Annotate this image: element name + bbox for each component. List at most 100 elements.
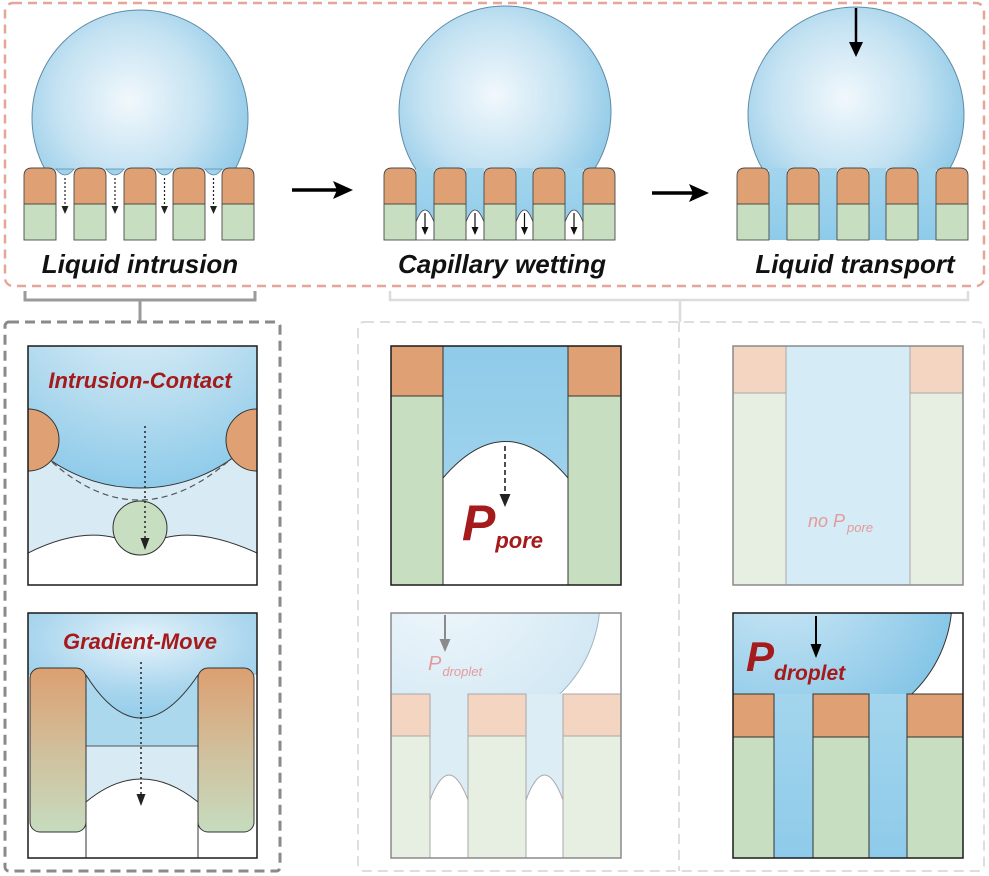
pillar-base <box>23 203 57 241</box>
pillar-row <box>23 167 255 241</box>
intrusion-arrows <box>61 178 217 214</box>
pressure-symbol: P <box>428 653 442 675</box>
gap-liquid <box>774 694 813 858</box>
pillar-cap <box>935 167 969 205</box>
pressure-subscript: droplet <box>774 662 846 685</box>
panel-droplet-pressure-faded: Pdroplet <box>390 612 622 859</box>
pillar-base <box>885 203 919 241</box>
pillar <box>935 167 969 241</box>
pillar-base <box>906 736 963 858</box>
pillar-cap <box>836 167 870 205</box>
pillar-base <box>836 203 870 241</box>
pillar-base <box>812 736 870 858</box>
stage-label: Capillary wetting <box>398 249 606 279</box>
arrow-head <box>810 644 822 658</box>
mechanism-box <box>3 320 282 873</box>
pillar <box>786 167 820 241</box>
pillar <box>172 167 206 241</box>
pillar-cap <box>906 693 963 738</box>
pillar-cap <box>383 167 417 205</box>
pressure-arrow <box>849 8 863 57</box>
pillar-cap <box>733 346 787 394</box>
bracket-intrusion <box>23 291 257 322</box>
arrow-head <box>471 227 479 235</box>
droplet <box>28 346 257 489</box>
gap-liquid <box>869 694 907 858</box>
stage-liquid-transport: Liquid transport <box>736 6 969 279</box>
pillar <box>885 167 919 241</box>
pillar <box>73 167 107 241</box>
meniscus-dip <box>55 168 75 176</box>
pillar-cap <box>467 693 527 737</box>
panel-border <box>390 612 622 859</box>
droplet-pressure-label: Pdroplet <box>746 633 846 685</box>
arrow-head <box>140 538 150 550</box>
pillar-cap <box>582 167 616 205</box>
arrow-head <box>111 206 119 214</box>
gap-liquid <box>918 168 936 240</box>
air-region <box>85 778 199 858</box>
pressure-box <box>357 321 985 872</box>
panel-droplet-pressure: Pdroplet <box>732 612 964 859</box>
stage-capillary-wetting: Capillary wetting <box>383 5 616 279</box>
air-pocket <box>429 774 469 858</box>
sequence-arrow <box>292 181 353 199</box>
panel-intrusion-contact: Intrusion-Contact <box>27 345 258 586</box>
pressure-subscript: droplet <box>442 664 483 679</box>
pillar-base <box>172 203 206 241</box>
arrow-head <box>161 206 168 214</box>
arrow-head <box>849 42 863 57</box>
bottom-pillar <box>112 500 168 556</box>
gap-liquid <box>769 168 787 240</box>
pillar-base <box>123 203 157 241</box>
pillar-base <box>733 392 787 585</box>
pillar-cap <box>391 346 444 397</box>
meniscus-dip <box>105 168 125 176</box>
pressure-symbol: P <box>746 633 775 680</box>
pillar-cap <box>172 167 206 205</box>
pillar <box>582 167 616 241</box>
pillar-cap <box>221 167 255 205</box>
sequence-arrow <box>652 184 709 202</box>
droplet-pressure-label: Pdroplet <box>428 653 483 679</box>
pillar-row <box>736 167 969 241</box>
pillar-cap <box>391 693 431 737</box>
pillar-base <box>582 203 616 241</box>
wetting-arrows <box>421 213 578 235</box>
arrow-head <box>521 227 528 235</box>
pillar-base <box>73 203 107 241</box>
pillar <box>221 167 255 241</box>
bracket-wetting-transport <box>388 291 970 322</box>
pillar-base <box>383 203 417 241</box>
droplet <box>28 613 257 718</box>
pillar <box>532 167 566 241</box>
gradient-pillar-left <box>29 667 87 833</box>
panel-border <box>27 345 258 586</box>
pillar <box>433 167 467 241</box>
arrow-head <box>439 639 451 652</box>
pillar-cap <box>433 167 467 205</box>
arrow-head <box>689 184 709 202</box>
pillar-row <box>383 167 616 241</box>
pillar <box>483 167 517 241</box>
arrow-head <box>499 494 511 507</box>
arrow-head <box>61 206 69 214</box>
pillar-base <box>433 203 467 241</box>
pillar-cap <box>786 167 820 205</box>
pillar-base <box>786 203 820 241</box>
meniscus-dip <box>155 168 174 176</box>
droplet <box>31 9 249 170</box>
panel-title: Gradient-Move <box>63 629 217 654</box>
gap-liquid <box>785 346 911 585</box>
panel-border <box>27 612 258 859</box>
pillar-cap <box>567 346 621 397</box>
pillar-cap <box>23 167 57 205</box>
pressure-subscript: pore <box>846 520 873 535</box>
pillar-cap <box>885 167 919 205</box>
panel-border <box>732 612 964 859</box>
pillar <box>836 167 870 241</box>
panel-pore-pressure: Ppore <box>390 345 622 586</box>
pillar-base <box>483 203 517 241</box>
